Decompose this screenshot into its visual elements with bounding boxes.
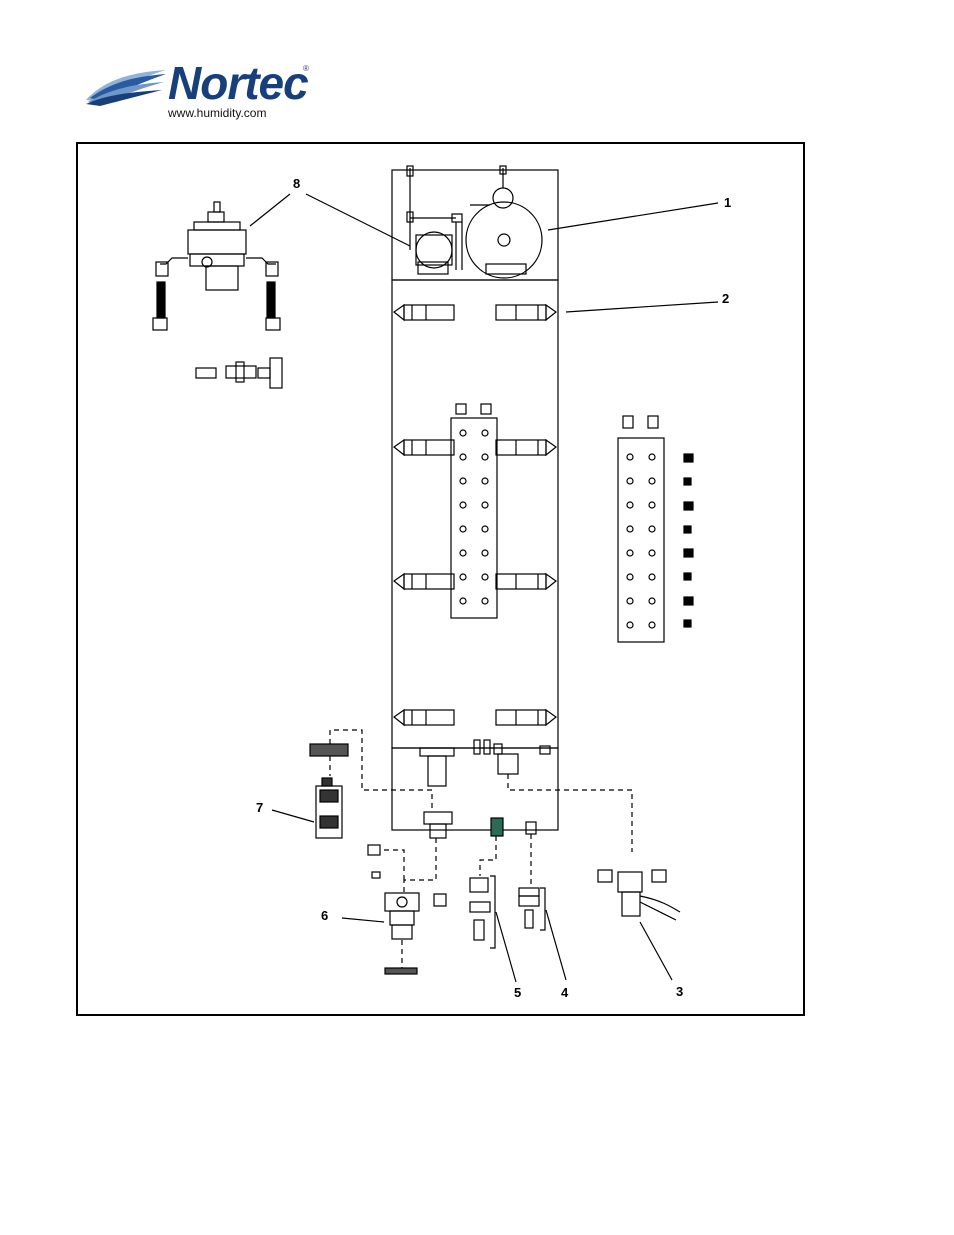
nozzle-right-1	[496, 305, 556, 320]
pressure-regulator-body	[188, 230, 246, 254]
manifold-ports	[460, 430, 488, 604]
nozzle-left-3	[394, 574, 454, 589]
manifold-fittings	[684, 454, 693, 627]
nozzle-right-3	[496, 574, 556, 589]
callout-7: 7	[256, 800, 263, 815]
nozzle-left-2	[394, 440, 454, 455]
level-controller-cap	[310, 744, 348, 756]
nozzle-left-4	[394, 710, 454, 725]
callout-5: 5	[514, 985, 521, 1000]
pressure-gauge	[493, 188, 513, 208]
fill-valve-body	[385, 893, 419, 911]
small-pump	[416, 232, 452, 268]
manifold-panel	[451, 418, 497, 618]
callout-8: 8	[293, 176, 300, 191]
manifold-exploded	[618, 438, 664, 642]
nozzle-right-2	[496, 440, 556, 455]
cabinet-main-panel	[392, 280, 558, 748]
nozzle-left-1	[394, 305, 454, 320]
callout-3: 3	[676, 984, 683, 999]
drain-valve	[424, 812, 452, 824]
callout-6: 6	[321, 908, 328, 923]
solenoid-valve-coil	[618, 872, 642, 892]
float-switch	[491, 818, 503, 836]
callout-1: 1	[724, 195, 731, 210]
callout-4: 4	[561, 985, 569, 1000]
fan-motor	[466, 202, 542, 278]
manifold-exploded-ports	[627, 454, 655, 628]
cabinet-bottom-section	[392, 748, 558, 830]
nozzle-right-4	[496, 710, 556, 725]
callout-2: 2	[722, 291, 729, 306]
